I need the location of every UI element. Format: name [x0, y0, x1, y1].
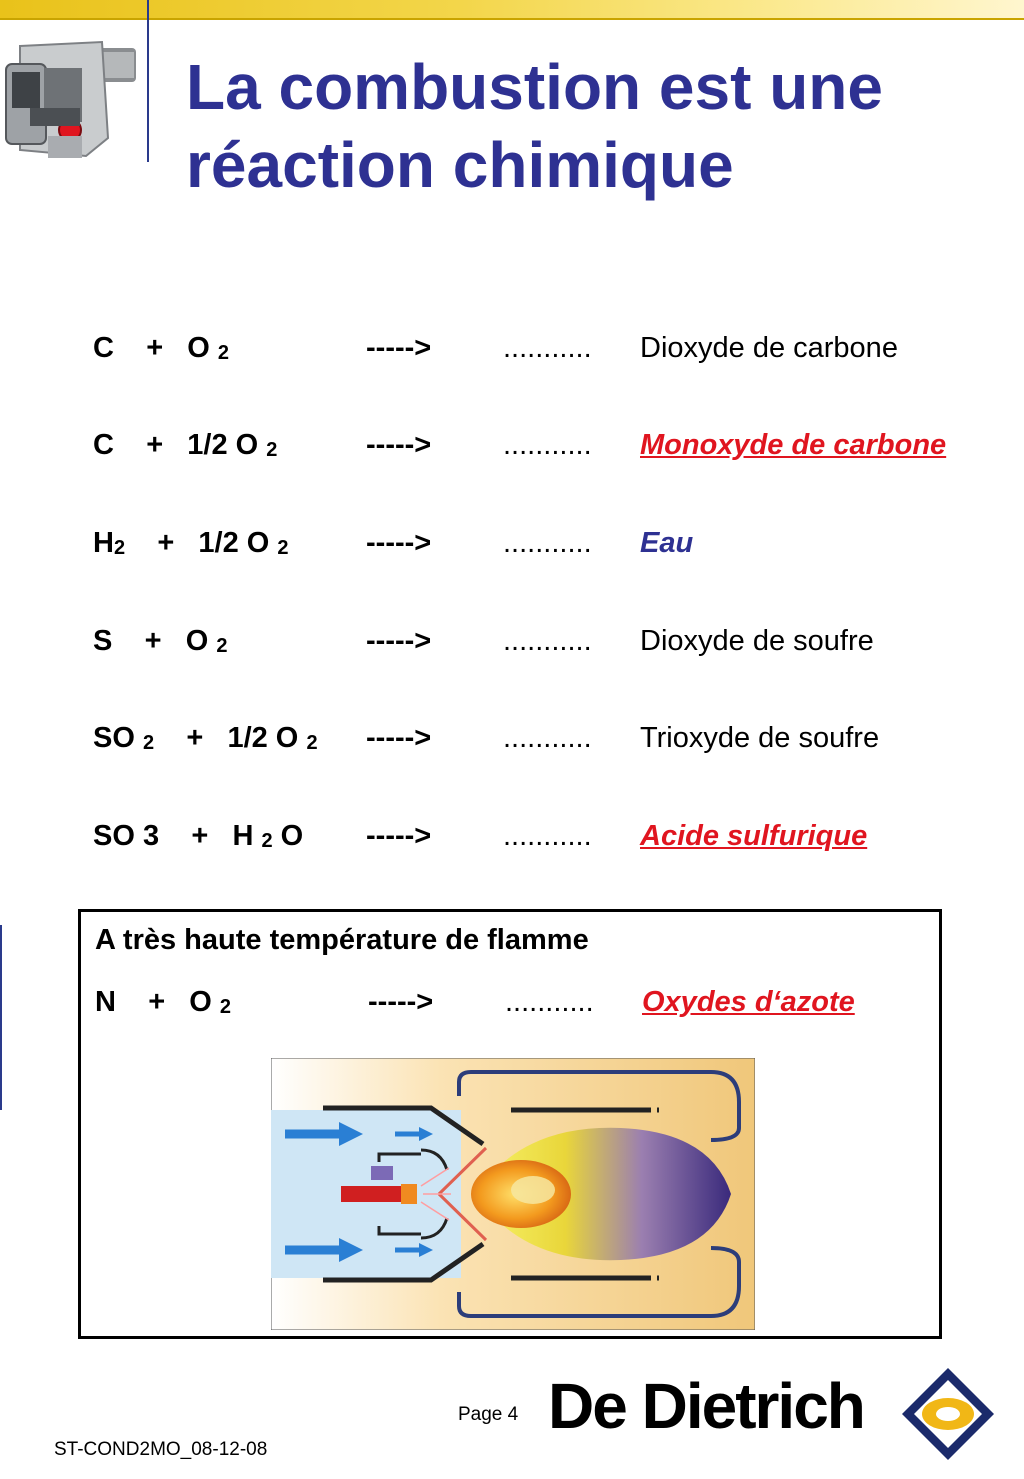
- burner-icon: [5, 40, 136, 158]
- equation-formula: S + O 2: [93, 625, 228, 657]
- reaction-arrow: ----->: [366, 625, 432, 657]
- reaction-arrow: ----->: [366, 820, 432, 852]
- equation-row-so3: SO 2 + 1/2 O 2 -----> ........... Trioxy…: [93, 718, 1013, 758]
- brand-logo-text: De Dietrich: [548, 1370, 866, 1442]
- reaction-product: Trioxyde de soufre: [640, 722, 880, 754]
- reaction-arrow: ----->: [368, 986, 434, 1018]
- document-code: ST-COND2MO_08-12-08: [54, 1439, 268, 1460]
- reaction-product: Acide sulfurique: [640, 820, 868, 852]
- reaction-product: Monoxyde de carbone: [640, 429, 947, 461]
- equation-formula: N + O 2: [95, 986, 232, 1018]
- top-band-rule: [0, 18, 1024, 20]
- reaction-arrow: ----->: [366, 429, 432, 461]
- reaction-product: Oxydes d‘azote: [642, 986, 855, 1018]
- equation-row-h2o: H2 + 1/2 O 2 -----> ........... Eau: [93, 523, 1013, 563]
- answer-dots: ...........: [503, 429, 592, 461]
- reaction-arrow: ----->: [366, 722, 432, 754]
- answer-dots: ...........: [503, 722, 592, 754]
- equation-formula: SO 2 + 1/2 O 2: [93, 722, 318, 754]
- reaction-arrow: ----->: [366, 332, 432, 364]
- equation-formula: C + O 2: [93, 332, 230, 364]
- page-title: La combustion est une réaction chimique: [186, 48, 1006, 204]
- equation-row-co2: C + O 2 -----> ........... Dioxyde de ca…: [93, 328, 1013, 368]
- reaction-product: Dioxyde de carbone: [640, 332, 898, 364]
- burner-flame-diagram-icon: [271, 1058, 755, 1330]
- answer-dots: ...........: [503, 527, 592, 559]
- equation-formula: H2 + 1/2 O 2: [93, 527, 289, 559]
- page-number: Page 4: [458, 1404, 519, 1425]
- answer-dots: ...........: [503, 625, 592, 657]
- header-divider: [147, 0, 149, 162]
- equation-row-nox: N + O 2 -----> ........... Oxydes d‘azot…: [95, 982, 1015, 1022]
- equation-row-h2so4: SO 3 + H 2 O -----> ........... Acide su…: [93, 816, 1013, 856]
- answer-dots: ...........: [505, 986, 594, 1018]
- high-temperature-box: A très haute température de flamme N + O…: [78, 909, 942, 1339]
- answer-dots: ...........: [503, 820, 592, 852]
- equation-formula: SO 3 + H 2 O: [93, 820, 304, 852]
- top-color-band: [0, 0, 1024, 18]
- box-title: A très haute température de flamme: [95, 924, 589, 956]
- reaction-product: Dioxyde de soufre: [640, 625, 874, 657]
- title-line-1: La combustion est une: [186, 51, 883, 123]
- title-line-2: réaction chimique: [186, 129, 734, 201]
- de-dietrich-diamond-logo-icon: [902, 1368, 994, 1460]
- equation-row-so2: S + O 2 -----> ........... Dioxyde de so…: [93, 621, 1013, 661]
- left-margin-rule: [0, 925, 2, 1110]
- equation-formula: C + 1/2 O 2: [93, 429, 278, 461]
- reaction-arrow: ----->: [366, 527, 432, 559]
- equation-row-co: C + 1/2 O 2 -----> ........... Monoxyde …: [93, 425, 1013, 465]
- reaction-product: Eau: [640, 527, 694, 559]
- answer-dots: ...........: [503, 332, 592, 364]
